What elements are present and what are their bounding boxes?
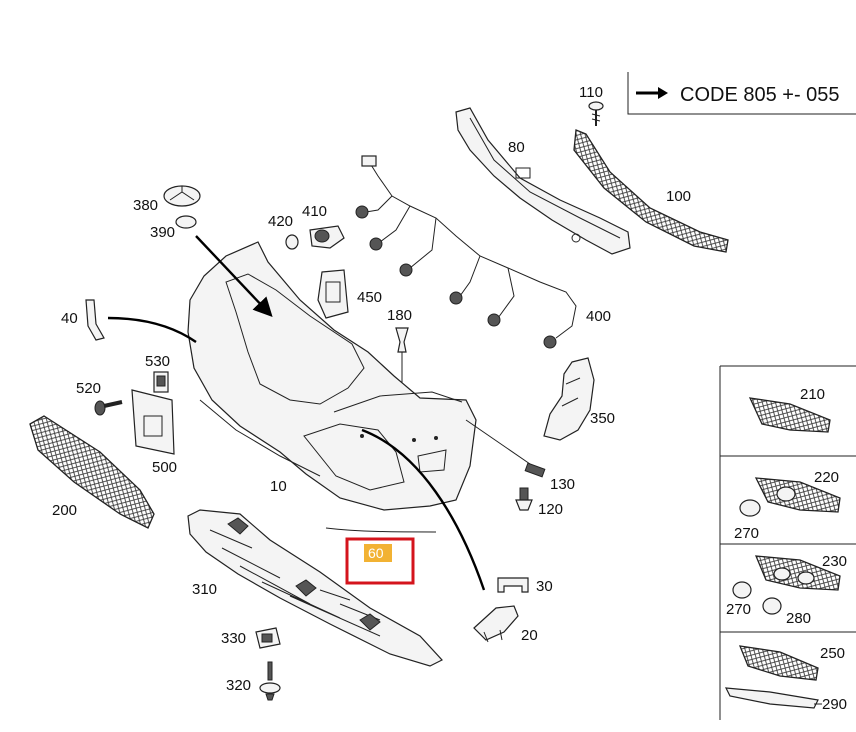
- label-380: 380: [133, 197, 158, 214]
- label-20: 20: [521, 627, 538, 644]
- label-520: 520: [76, 380, 101, 397]
- label-400: 400: [586, 308, 611, 325]
- star-emblem-380: [163, 185, 201, 207]
- bracket-40: [85, 299, 105, 341]
- label-500: 500: [152, 459, 177, 476]
- code-box: CODE 805 +- 055: [627, 72, 856, 115]
- label-40: 40: [61, 310, 78, 327]
- label-270-b: 270: [726, 601, 751, 618]
- screw-520: [94, 400, 123, 416]
- label-130: 130: [550, 476, 575, 493]
- trim-strip-60: [325, 527, 437, 533]
- code-label: CODE 805 +- 055: [680, 84, 840, 106]
- label-110: 110: [579, 84, 603, 101]
- highlight-box: [345, 537, 415, 585]
- grille-strip-100: [573, 129, 729, 253]
- label-290: 290: [822, 696, 847, 713]
- clip-530: [153, 371, 169, 393]
- sensor-410: [309, 225, 345, 249]
- label-210: 210: [800, 386, 825, 403]
- pin-130: [465, 419, 546, 478]
- label-230: 230: [822, 553, 847, 570]
- label-450: 450: [357, 289, 382, 306]
- holder-450: [317, 269, 349, 319]
- bolt-120: [515, 487, 533, 511]
- label-420: 420: [268, 213, 293, 230]
- lower-grille-200: [29, 415, 155, 529]
- label-80: 80: [508, 139, 525, 156]
- label-270-a: 270: [734, 525, 759, 542]
- label-180: 180: [387, 307, 412, 324]
- variant-grille-250: [738, 645, 819, 681]
- wiring-harness-400: [355, 155, 577, 349]
- tow-cover-20: [473, 605, 519, 643]
- label-100: 100: [666, 188, 691, 205]
- label-280: 280: [786, 610, 811, 627]
- variant-trim-290: [724, 687, 822, 709]
- screw-320: [259, 661, 281, 701]
- bracket-350: [543, 357, 595, 441]
- highlight-label-60: 60: [368, 545, 384, 561]
- label-120: 120: [538, 501, 563, 518]
- label-220: 220: [814, 469, 839, 486]
- screw-110: [588, 101, 604, 126]
- label-30: 30: [536, 578, 553, 595]
- ring-390: [175, 215, 197, 229]
- sensor-ring-420: [285, 234, 299, 250]
- variant-grille-210: [748, 397, 831, 433]
- clip-30: [497, 577, 529, 593]
- label-530: 530: [145, 353, 170, 370]
- bracket-80: [455, 107, 631, 255]
- leader-line-40: [107, 316, 197, 343]
- label-350: 350: [590, 410, 615, 427]
- label-310: 310: [192, 581, 217, 598]
- label-200: 200: [52, 502, 77, 519]
- highlight-label-bg: [364, 544, 392, 562]
- underbody-panel-310: [187, 509, 443, 667]
- leader-line-380: [195, 235, 273, 317]
- leader-line-20: [361, 428, 486, 591]
- label-410: 410: [302, 203, 327, 220]
- label-330: 330: [221, 630, 246, 647]
- plate-bracket-500: [131, 389, 175, 455]
- label-10: 10: [270, 478, 287, 495]
- label-320: 320: [226, 677, 251, 694]
- label-390: 390: [150, 224, 175, 241]
- label-250: 250: [820, 645, 845, 662]
- clip-330: [255, 627, 281, 649]
- variant-grille-220: [739, 477, 841, 517]
- variant-grille-230: [732, 555, 841, 615]
- variant-panel: [719, 365, 856, 720]
